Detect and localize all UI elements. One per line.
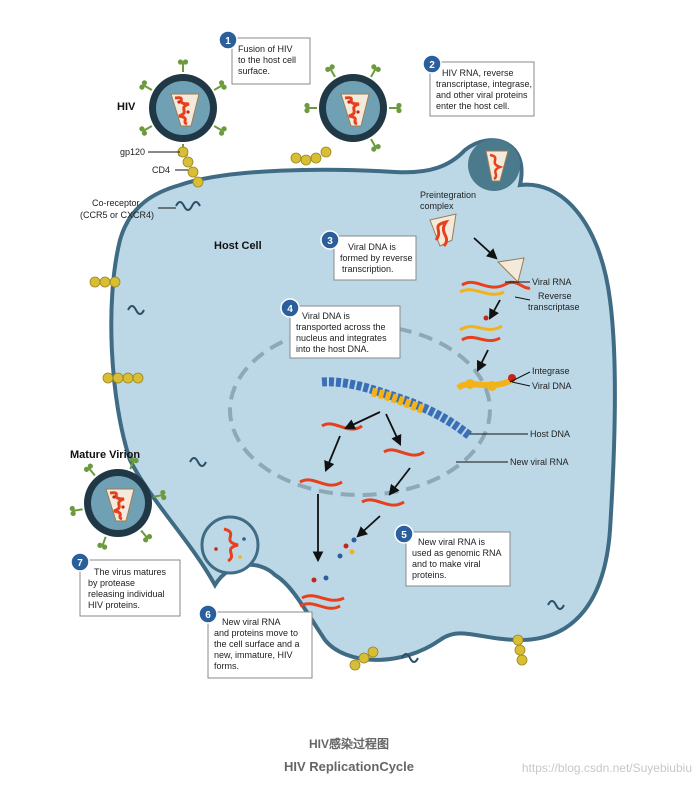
step-2-box: 2 HIV RNA, reverse transcriptase, integr… (422, 54, 535, 117)
caption-chinese: HIV感染过程图 (308, 737, 389, 751)
step-1-box: 1 Fusion of HIV to the host cell surface… (218, 30, 311, 85)
svg-text:into the host DNA.: into the host DNA. (296, 344, 369, 354)
host-cell-membrane (109, 138, 617, 662)
svg-text:formed by reverse: formed by reverse (340, 253, 413, 263)
svg-text:Viral DNA is: Viral DNA is (348, 242, 396, 252)
leader-lines (148, 151, 531, 463)
fusing-virion (303, 62, 403, 154)
host-dna (321, 377, 473, 440)
new-viral-rna-label: New viral RNA (510, 457, 569, 467)
svg-text:and proteins move to: and proteins move to (214, 628, 298, 638)
hiv-label: HIV (117, 101, 136, 113)
preintegration-complex (429, 213, 457, 247)
svg-text:transcriptase, integrase,: transcriptase, integrase, (436, 79, 532, 89)
process-arrows (312, 237, 501, 563)
budding-virion (200, 515, 260, 575)
step-5-box: 5 New viral RNA is used as genomic RNA a… (394, 524, 511, 587)
svg-text:1: 1 (225, 36, 231, 47)
svg-text:6: 6 (205, 610, 211, 621)
reverse-transcriptase-label: Reverse (538, 291, 572, 301)
step-4-box: 4 Viral DNA is transported across the nu… (280, 298, 401, 359)
coreceptor-type-label: (CCR5 or CXCR4) (80, 210, 154, 220)
svg-text:the cell surface and a: the cell surface and a (214, 639, 300, 649)
preintegration-label-2: complex (420, 201, 454, 211)
svg-text:4: 4 (287, 304, 293, 315)
reverse-transcriptase-label-2: transcriptase (528, 302, 580, 312)
svg-text:enter the host cell.: enter the host cell. (436, 101, 510, 111)
svg-text:HIV RNA, reverse: HIV RNA, reverse (442, 68, 514, 78)
svg-text:surface.: surface. (238, 66, 270, 76)
svg-text:5: 5 (401, 530, 407, 541)
svg-text:HIV proteins.: HIV proteins. (88, 600, 140, 610)
svg-text:to the host cell: to the host cell (238, 55, 296, 65)
host-dna-label: Host DNA (530, 429, 570, 439)
viral-proteins (311, 537, 357, 583)
cd4-label: CD4 (152, 165, 170, 175)
viral-rna-label: Viral RNA (532, 277, 571, 287)
reverse-transcription (459, 257, 531, 343)
svg-text:New viral RNA is: New viral RNA is (418, 537, 486, 547)
svg-text:The virus matures: The virus matures (94, 567, 167, 577)
mature-virion-label: Mature Virion (70, 449, 140, 461)
watermark: https://blog.csdn.net/Suyebiubiu (521, 761, 692, 775)
svg-text:transcription.: transcription. (342, 264, 394, 274)
entering-capsid (468, 139, 520, 191)
cd4-receptor (89, 146, 528, 671)
caption-english: HIV ReplicationCycle (283, 759, 415, 774)
new-viral-rna (299, 422, 425, 610)
step-7-box: 7 The virus matures by protease releasin… (70, 552, 181, 617)
svg-text:Fusion of HIV: Fusion of HIV (238, 44, 293, 54)
step-3-box: 3 Viral DNA is formed by reverse transcr… (320, 230, 417, 281)
preintegration-label: Preintegration (420, 190, 476, 200)
svg-text:New viral RNA: New viral RNA (222, 617, 281, 627)
svg-text:7: 7 (77, 558, 83, 569)
svg-text:2: 2 (429, 60, 435, 71)
integrase-label: Integrase (532, 366, 570, 376)
co-receptor (127, 201, 565, 663)
svg-text:Viral DNA is: Viral DNA is (302, 311, 350, 321)
step-6-box: 6 New viral RNA and proteins move to the… (198, 604, 313, 679)
host-cell-label: Host Cell (214, 240, 262, 252)
svg-text:transported across the: transported across the (296, 322, 386, 332)
svg-text:3: 3 (327, 236, 333, 247)
svg-text:releasing individual: releasing individual (88, 589, 165, 599)
coreceptor-label: Co-receptor (92, 198, 140, 208)
svg-text:and other viral proteins: and other viral proteins (436, 90, 528, 100)
svg-text:forms.: forms. (214, 661, 239, 671)
gp120-label: gp120 (120, 147, 145, 157)
svg-text:by protease: by protease (88, 578, 135, 588)
svg-text:proteins.: proteins. (412, 570, 447, 580)
svg-text:nucleus and integrates: nucleus and integrates (296, 333, 387, 343)
hiv-virion (137, 58, 229, 158)
viral-dna-label: Viral DNA (532, 381, 571, 391)
svg-text:and to make viral: and to make viral (412, 559, 481, 569)
viral-dna-integrase (456, 374, 516, 391)
svg-text:used as genomic RNA: used as genomic RNA (412, 548, 502, 558)
svg-text:new, immature, HIV: new, immature, HIV (214, 650, 293, 660)
